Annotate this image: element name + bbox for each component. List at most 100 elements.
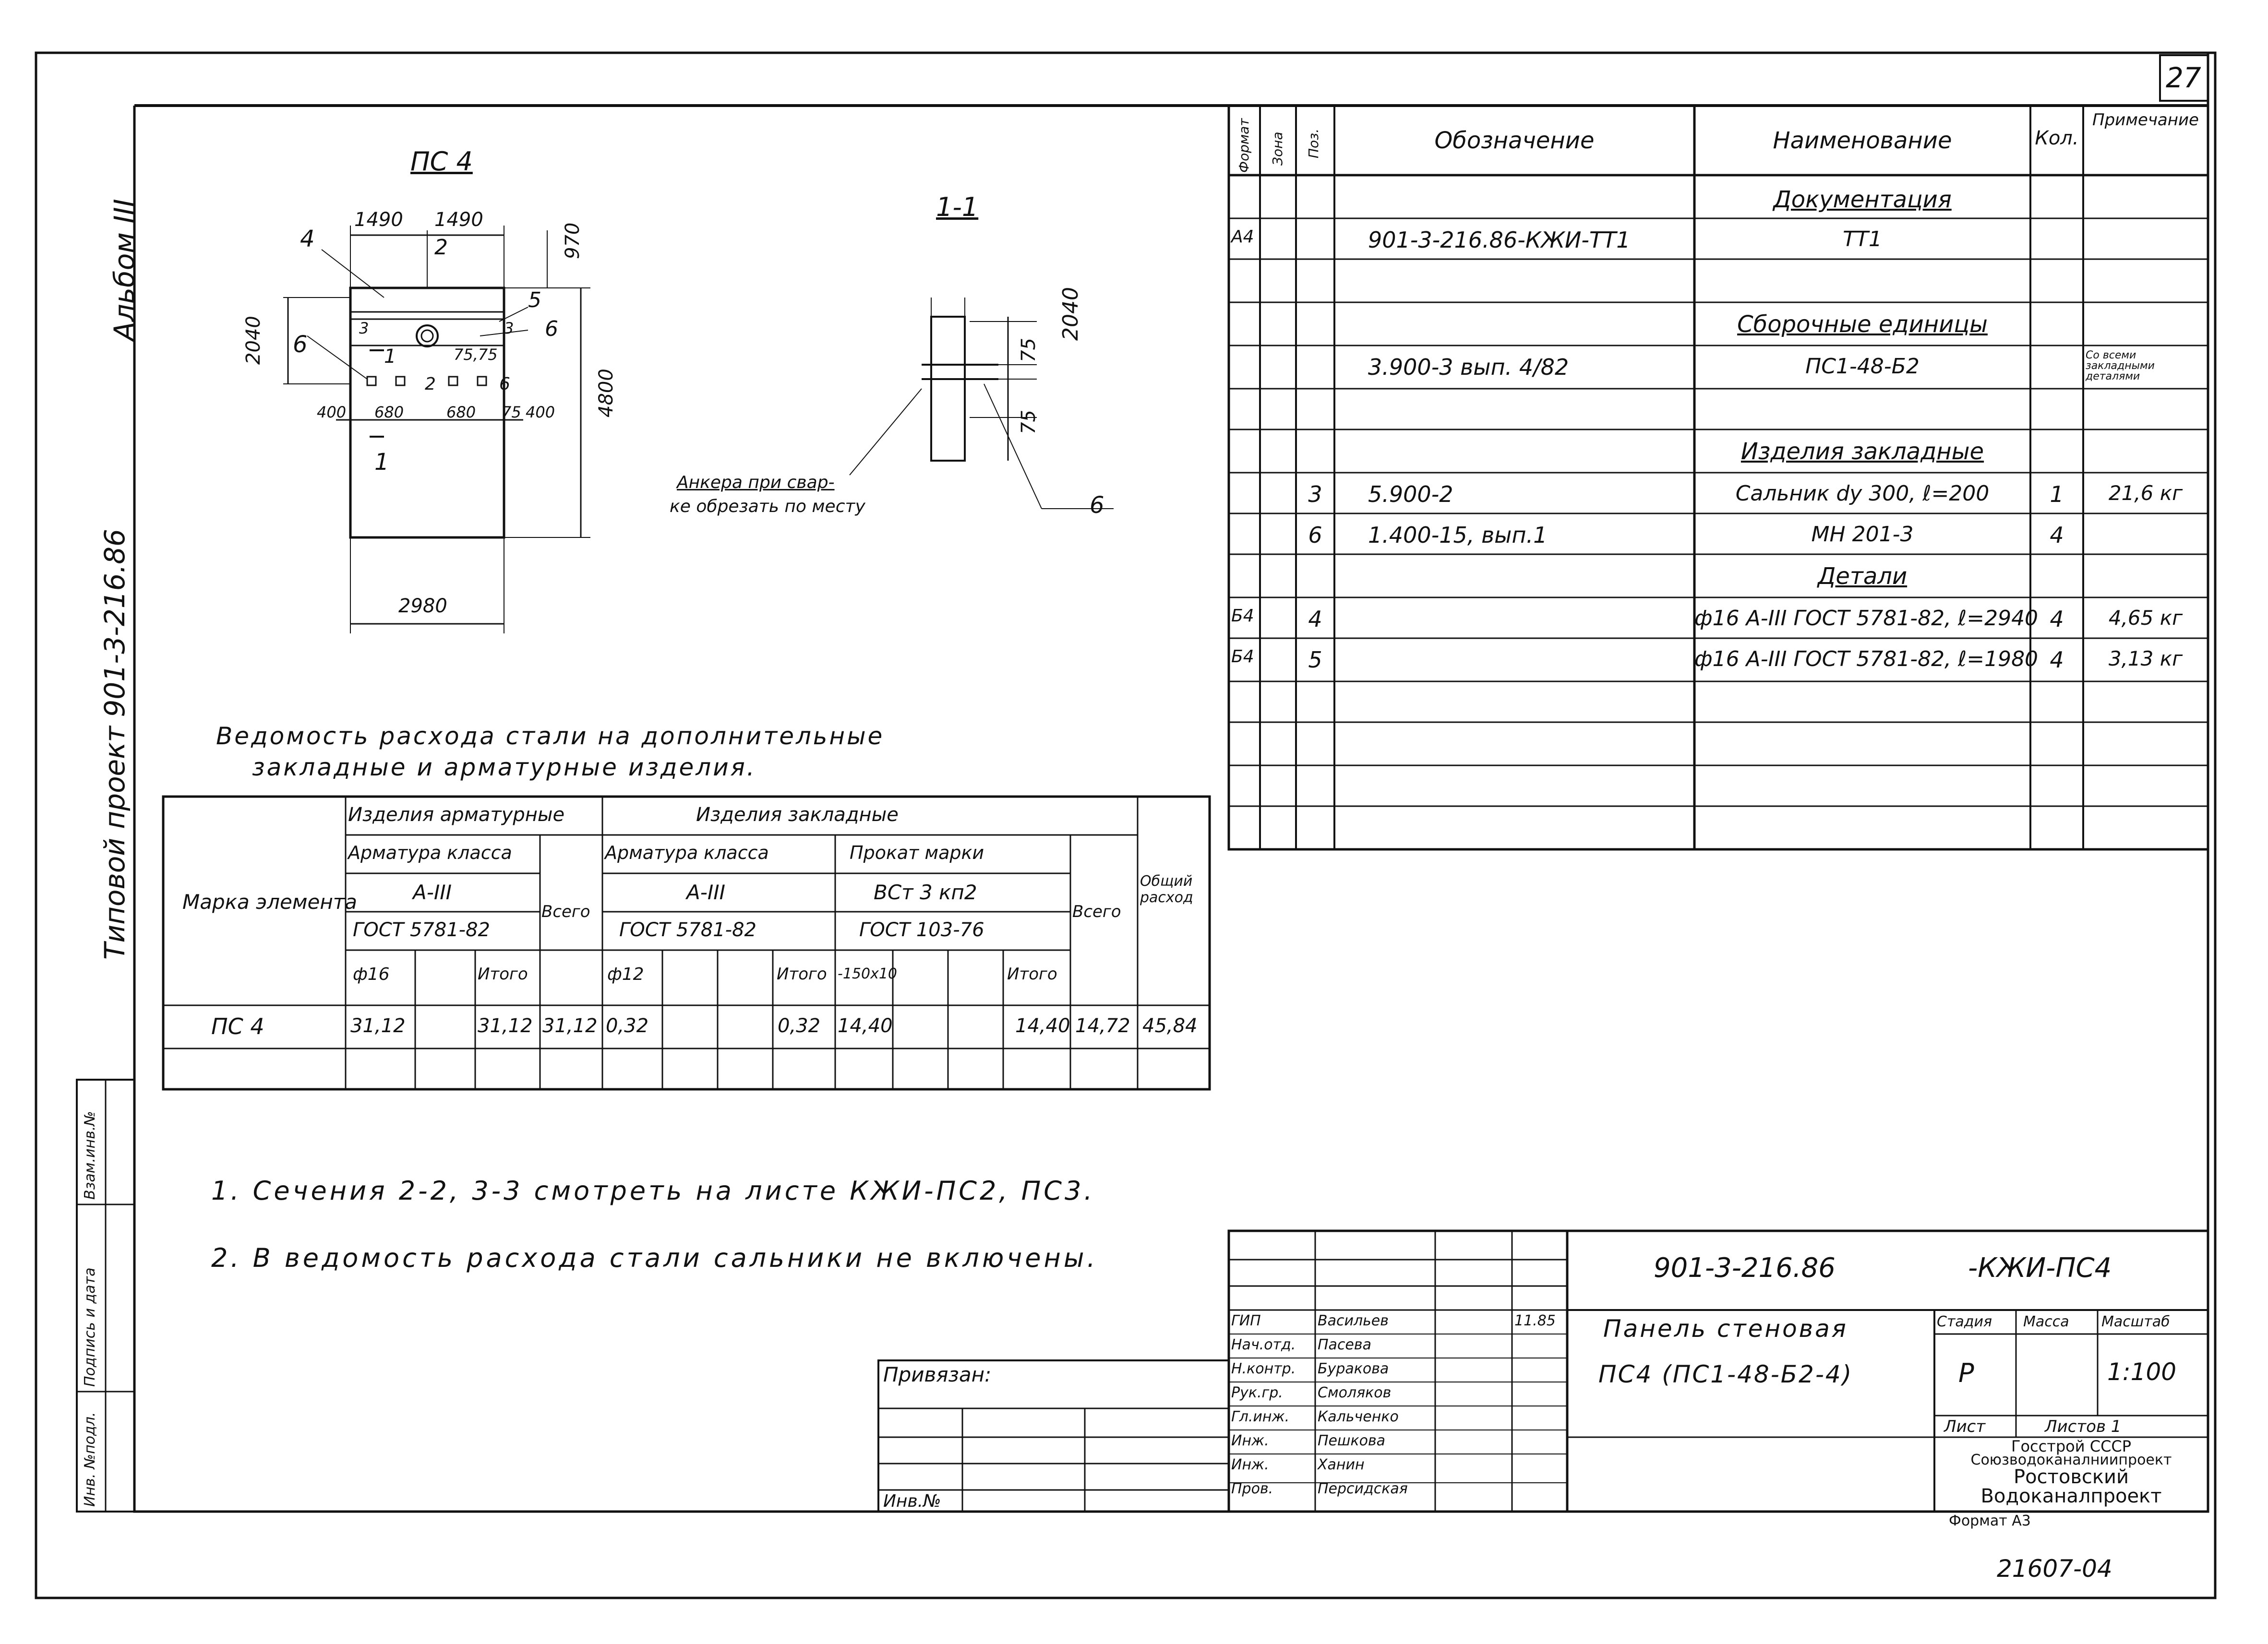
steel-h-overall: Общий расход xyxy=(1140,873,1193,906)
tb-person: Буракова xyxy=(1318,1360,1389,1377)
tb-role: ГИП xyxy=(1231,1312,1261,1329)
marker-1-bottom: 1 xyxy=(374,449,389,476)
steel-h-rolled-val: ВСт 3 кп2 xyxy=(874,881,977,904)
tb-inv: Инв.№ xyxy=(883,1491,941,1511)
marker-5: 5 xyxy=(528,288,541,312)
tb-date: 11.85 xyxy=(1514,1312,1556,1329)
dim-75-75: 75,75 xyxy=(454,345,498,364)
sheet-number: 27 xyxy=(2166,61,2201,94)
steel-h-class-val-2: А-III xyxy=(686,881,726,904)
steel-h-mark: Марка элемента xyxy=(182,890,358,914)
panel-plan-drawing xyxy=(211,202,643,662)
dim-680-a: 680 xyxy=(374,403,404,421)
steel-row-total1: 31,12 xyxy=(542,1015,598,1037)
spec-cell-pos: 3 xyxy=(1308,481,1322,507)
section-note-1: Анкера при свар- xyxy=(677,473,835,492)
spec-cell-qty: 4 xyxy=(2050,522,2064,548)
tb-h-scale: Масштаб xyxy=(2101,1313,2170,1330)
steel-h-emb-items: Изделия закладные xyxy=(696,804,899,826)
steel-h-gost-2: ГОСТ 5781-82 xyxy=(619,919,756,941)
steel-row-mark: ПС 4 xyxy=(211,1013,264,1039)
tb-h-stage: Стадия xyxy=(1937,1313,1992,1330)
steel-row-total2: 14,72 xyxy=(1075,1015,1130,1037)
spec-cell-name: Сальник dy 300, ℓ=200 xyxy=(1735,481,1990,506)
spec-cell-designation: 3.900-3 вып. 4/82 xyxy=(1368,354,1569,380)
spec-cell-note: 21,6 кг xyxy=(2108,481,2183,505)
spec-cell-name: ф16 А-III ГОСТ 5781-82, ℓ=2940 xyxy=(1694,606,2039,631)
note-2: 2. В ведомость расхода стали сальники не… xyxy=(211,1243,1098,1273)
steel-title-1: Ведомость расхода стали на дополнительны… xyxy=(216,722,885,750)
tb-tied: Привязан: xyxy=(883,1363,992,1386)
steel-h-gost-3: ГОСТ 103-76 xyxy=(859,919,984,941)
plan-title: ПС 4 xyxy=(410,146,473,177)
spec-cell-note: Со всеми закладными деталями xyxy=(2086,349,2155,382)
dim-1490-b: 1490 xyxy=(434,209,483,231)
marker-6-right: 6 xyxy=(545,317,558,341)
tb-person: Пасева xyxy=(1318,1336,1371,1353)
tb-person: Смоляков xyxy=(1318,1384,1392,1401)
spec-header-note: Примечание xyxy=(2092,110,2199,130)
dim-680-b: 680 xyxy=(446,403,476,421)
spec-cell-pos: 6 xyxy=(1308,522,1322,548)
steel-row-itogo2: 0,32 xyxy=(778,1015,821,1037)
steel-h-arm-items: Изделия арматурные xyxy=(348,804,565,826)
dim-400-left: 400 xyxy=(317,403,347,421)
spec-cell-name: Детали xyxy=(1817,563,1908,590)
steel-h-strip: -150х10 xyxy=(838,965,898,982)
marker-3-right: 3 xyxy=(504,319,514,337)
steel-h-itogo-2: Итого xyxy=(777,965,827,984)
dim-400-right: 400 xyxy=(526,403,555,421)
section-title: 1-1 xyxy=(936,192,979,222)
section-drawing xyxy=(662,269,1142,537)
tb-person: Кальченко xyxy=(1318,1408,1399,1425)
spec-cell-format: А4 xyxy=(1231,227,1254,247)
bottom-code: 21607-04 xyxy=(1997,1555,2112,1583)
tb-sheets: Листов 1 xyxy=(2045,1417,2122,1436)
marker-4: 4 xyxy=(300,226,315,252)
tb-org-1: Госстрой СССР xyxy=(2011,1437,2132,1455)
spec-cell-designation: 1.400-15, вып.1 xyxy=(1368,522,1548,548)
spec-cell-pos: 4 xyxy=(1308,606,1322,632)
spec-cell-qty: 4 xyxy=(2050,606,2064,632)
tb-name-2: ПС4 (ПС1-48-Б2-4) xyxy=(1598,1360,1853,1388)
section-marker-6: 6 xyxy=(1090,492,1104,519)
spec-cell-name: МН 201-3 xyxy=(1811,522,1914,547)
marker-1-top: 1 xyxy=(384,345,396,368)
tb-role: Гл.инж. xyxy=(1231,1408,1290,1425)
spec-header-qty: Кол. xyxy=(2035,127,2079,149)
steel-h-gost: ГОСТ 5781-82 xyxy=(353,919,490,941)
spec-cell-designation: 901-3-216.86-КЖИ-ТТ1 xyxy=(1368,227,1631,253)
spec-header-designation: Обозначение xyxy=(1434,127,1595,154)
spec-cell-format: Б4 xyxy=(1231,647,1254,667)
dim-2980: 2980 xyxy=(398,595,447,617)
spec-cell-note: 3,13 кг xyxy=(2108,647,2183,670)
steel-h-itogo: Итого xyxy=(478,965,528,984)
section-note-2: ке обрезать по месту xyxy=(670,497,865,516)
spec-cell-name: ф16 А-III ГОСТ 5781-82, ℓ=1980 xyxy=(1694,647,2039,671)
steel-h-class-val: А-III xyxy=(413,881,452,904)
tb-scale: 1:100 xyxy=(2107,1358,2177,1386)
marker-3: 3 xyxy=(359,319,369,337)
dim-75: 75 xyxy=(502,403,521,421)
steel-h-arm-class: Арматура класса xyxy=(348,842,512,863)
tb-role: Н.контр. xyxy=(1231,1360,1296,1377)
tb-org-2: Союзводоканалниипроект xyxy=(1970,1452,2172,1468)
note-1: 1. Сечения 2-2, 3-3 смотреть на листе КЖ… xyxy=(211,1176,1095,1206)
spec-cell-note: 4,65 кг xyxy=(2108,606,2183,630)
spec-cell-name: Изделия закладные xyxy=(1740,438,1984,465)
tb-format: Формат А3 xyxy=(1949,1513,2031,1529)
tb-role: Пров. xyxy=(1231,1480,1273,1497)
spec-cell-name: Сборочные единицы xyxy=(1737,311,1988,338)
steel-h-total-2: Всего xyxy=(1072,902,1121,921)
steel-h-itogo-3: Итого xyxy=(1007,965,1057,984)
spec-header-name: Наименование xyxy=(1773,127,1952,154)
tb-person: Васильев xyxy=(1318,1312,1389,1329)
spec-cell-format: Б4 xyxy=(1231,606,1254,626)
steel-row-overall: 45,84 xyxy=(1142,1015,1198,1037)
tb-role: Инж. xyxy=(1231,1456,1269,1473)
spec-cell-name: ТТ1 xyxy=(1843,227,1882,251)
steel-row-d12: 0,32 xyxy=(606,1015,649,1037)
